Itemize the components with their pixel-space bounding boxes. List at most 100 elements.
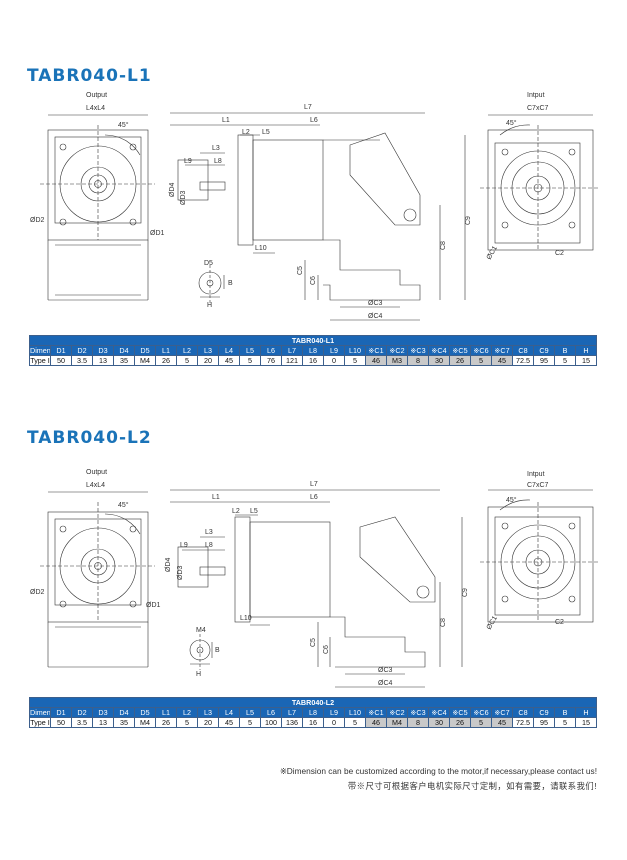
table-header-cell: ※C7 — [491, 345, 513, 356]
table-cell: 16 — [302, 717, 324, 728]
dim-l2: L2 — [232, 508, 240, 515]
table-header-cell: ※C2 — [386, 707, 408, 718]
technical-drawing: Output L4xL4 45° ØD2 ØD1 L7 L1 L6 L2 L5 … — [30, 469, 600, 688]
table-cell: 35 — [113, 717, 135, 728]
technical-drawing: Output L4xL4 45° ØD2 ØD1 L7 L1 L6 L2 L5 … — [30, 92, 600, 321]
table-header-cell: L6 — [260, 707, 282, 718]
table-header-cell: H — [575, 345, 597, 356]
table-cell: 50 — [50, 717, 72, 728]
table-header-cell: L8 — [302, 707, 324, 718]
table-header-cell: L4 — [218, 345, 240, 356]
dim-c5: C5 — [297, 266, 304, 275]
table-cell: 0 — [323, 717, 345, 728]
dim-l2: L2 — [242, 129, 250, 136]
dim-l7: L7 — [304, 104, 312, 111]
table-header-cell: D1 — [50, 345, 72, 356]
table-header-cell: D4 — [113, 345, 135, 356]
table-caption: TABR040-L2 — [29, 697, 597, 708]
dim-d2: ØD2 — [30, 217, 45, 224]
dim-c8: C8 — [440, 241, 447, 250]
dim-l4: L4xL4 — [86, 482, 105, 489]
section-title: TABR040-L2 — [27, 428, 152, 448]
table-header-cell: C9 — [533, 345, 555, 356]
table-header-cell: L5 — [239, 345, 261, 356]
table-cell: 95 — [533, 717, 555, 728]
table-header-cell: D3 — [92, 707, 114, 718]
table-cell: M4 — [134, 717, 156, 728]
dim-l5: L5 — [262, 129, 270, 136]
table-header-cell: ※C5 — [449, 345, 471, 356]
table-header-cell: C9 — [533, 707, 555, 718]
dim-l3: L3 — [212, 145, 220, 152]
table-cell: 20 — [197, 355, 219, 366]
table-cell: 121 — [281, 355, 303, 366]
table-cell: 5 — [470, 717, 492, 728]
dim-c3: ØC3 — [368, 300, 383, 307]
dim-c2: C2 — [555, 619, 564, 626]
dim-c4: ØC4 — [368, 313, 383, 320]
table-header-cell: L7 — [281, 345, 303, 356]
table-cell: M3 — [386, 355, 408, 366]
table-header-cell: B — [554, 345, 576, 356]
dim-c5: C5 — [310, 638, 317, 647]
dim-c6: C6 — [323, 645, 330, 654]
dim-c6: C6 — [310, 276, 317, 285]
dim-d4: ØD4 — [169, 183, 176, 198]
footer-note-cn: 带※尺寸可根据客户电机实际尺寸定制，如有需要，请联系我们! — [347, 781, 597, 791]
table-cell: 45 — [491, 717, 513, 728]
dim-shaft-h: H — [207, 302, 212, 309]
dim-l7: L7 — [310, 481, 318, 488]
dim-l8: L8 — [214, 158, 222, 165]
table-cell: 76 — [260, 355, 282, 366]
table-header-cell: ※C5 — [449, 707, 471, 718]
table-header-cell: L1 — [155, 345, 177, 356]
table-cell: 13 — [92, 355, 114, 366]
table-header-cell: L10 — [344, 345, 366, 356]
table-header-cell: ※C3 — [407, 345, 429, 356]
dim-d1: ØD1 — [146, 602, 161, 609]
dim-d3: ØD3 — [177, 566, 184, 581]
table-header-cell: D5 — [134, 707, 156, 718]
dim-c1: ØC1 — [486, 245, 499, 261]
output-label: Output — [86, 92, 107, 99]
table-cell: 15 — [575, 717, 597, 728]
dim-d1: ØD1 — [150, 230, 165, 237]
dim-l10: L10 — [240, 615, 252, 622]
input-label: Intput — [527, 471, 545, 478]
table-header-cell: D1 — [50, 707, 72, 718]
section-title: TABR040-L1 — [27, 66, 152, 86]
table-header-cell: D5 — [134, 345, 156, 356]
table-cell: 26 — [449, 717, 471, 728]
table-header-cell: ※C1 — [365, 345, 387, 356]
table-cell: 5 — [470, 355, 492, 366]
table-cell: 3.5 — [71, 717, 93, 728]
table-cell: 26 — [155, 717, 177, 728]
dim-input-angle: 45° — [506, 496, 517, 504]
output-label: Output — [86, 469, 107, 476]
table-header-cell: L5 — [239, 707, 261, 718]
table-cell: 30 — [428, 355, 450, 366]
dim-l3: L3 — [205, 529, 213, 536]
dim-c8: C8 — [440, 618, 447, 627]
table-cell: 5 — [176, 717, 198, 728]
dim-l5: L5 — [250, 508, 258, 515]
table-cell: 45 — [218, 717, 240, 728]
dim-d2: ØD2 — [30, 589, 45, 596]
table-cell: M4 — [134, 355, 156, 366]
table-header-cell: ※C4 — [428, 345, 450, 356]
table-cell: 95 — [533, 355, 555, 366]
table-caption: TABR040-L1 — [29, 335, 597, 346]
dim-l4: L4xL4 — [86, 105, 105, 112]
table-cell: 8 — [407, 717, 429, 728]
table-cell: 3.5 — [71, 355, 93, 366]
table-header-cell: H — [575, 707, 597, 718]
dim-l10: L10 — [255, 245, 267, 252]
table-header-cell: Dimension — [29, 345, 51, 356]
table-cell: 20 — [197, 717, 219, 728]
table-header-cell: C8 — [512, 345, 534, 356]
table-cell: 5 — [344, 717, 366, 728]
table-header-cell: Dimension — [29, 707, 51, 718]
dim-l6: L6 — [310, 117, 318, 124]
table-cell: 50 — [50, 355, 72, 366]
table-header-cell: L4 — [218, 707, 240, 718]
